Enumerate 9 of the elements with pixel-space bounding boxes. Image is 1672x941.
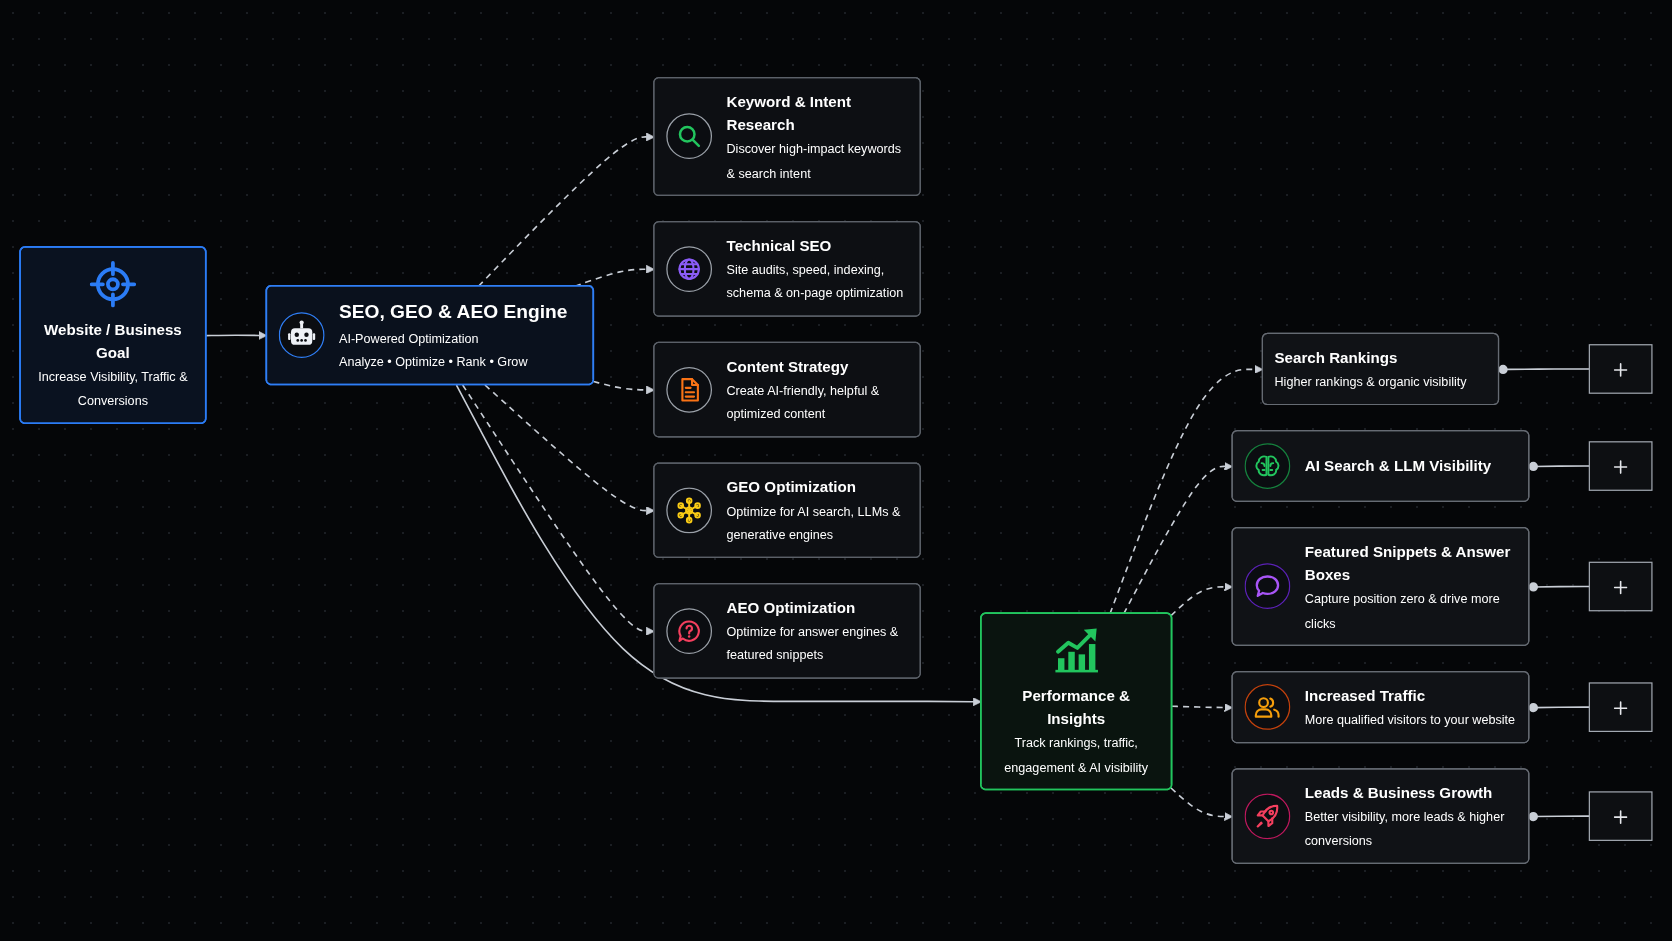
arrow [1171, 703, 1233, 712]
node-box [1588, 682, 1653, 732]
node-box [1588, 441, 1653, 491]
node-box [1588, 791, 1653, 841]
node-box [1588, 561, 1653, 612]
arrow [1170, 582, 1233, 617]
arrow [1122, 462, 1233, 615]
arrow [1170, 787, 1233, 821]
node-box [1588, 344, 1653, 394]
